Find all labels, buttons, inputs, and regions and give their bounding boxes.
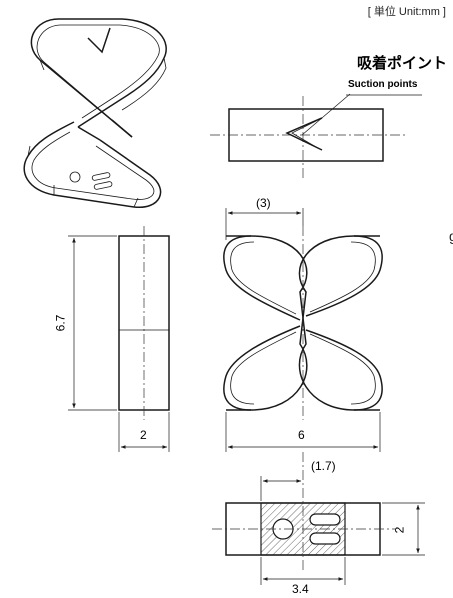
unit-label: [ 単位 Unit:mm ] bbox=[367, 6, 446, 18]
suction-label-jp: 吸着ポイント bbox=[357, 55, 448, 72]
isometric-view bbox=[23, 18, 167, 208]
top-view bbox=[210, 93, 422, 178]
dim-pad-height: 2 bbox=[392, 526, 407, 534]
dim-offset: (1.7) bbox=[311, 459, 336, 473]
front-view bbox=[223, 208, 383, 452]
edge-text: g bbox=[449, 228, 453, 244]
dim-side-width: 2 bbox=[140, 428, 147, 442]
dim-height: 6.7 bbox=[53, 314, 68, 332]
bottom-view bbox=[212, 452, 425, 585]
dim-half-width: (3) bbox=[256, 196, 271, 210]
dim-overall-width: 6 bbox=[298, 428, 305, 442]
dim-pad-width: 3.4 bbox=[292, 582, 309, 596]
suction-label-en: Suction points bbox=[348, 79, 418, 90]
side-view bbox=[68, 226, 170, 452]
